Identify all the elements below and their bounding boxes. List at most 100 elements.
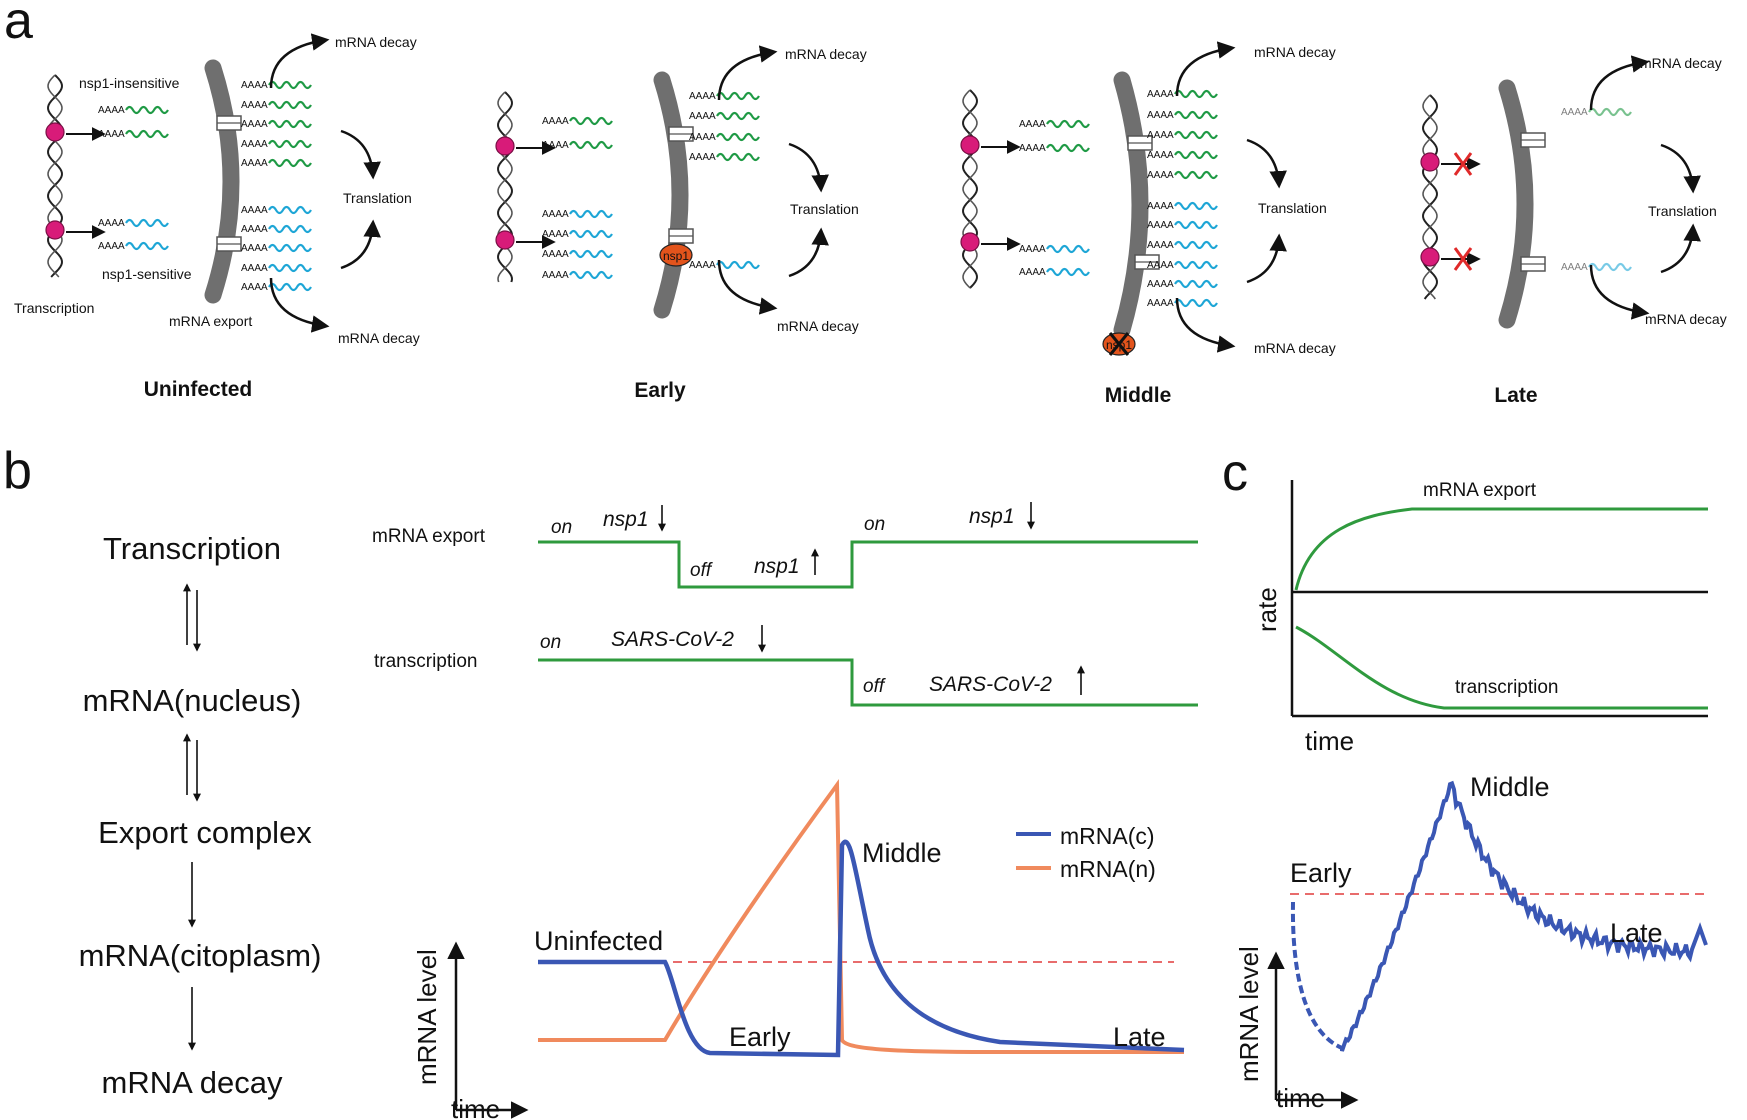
svg-text:nsp1: nsp1 bbox=[969, 505, 1015, 528]
polymerase-icon bbox=[495, 230, 515, 250]
polya-tail: AAAA bbox=[689, 260, 716, 271]
polya-tail: AAAA bbox=[241, 158, 268, 169]
mrna-wave bbox=[267, 100, 313, 110]
s4-decay-bottom: mRNA decay bbox=[1645, 311, 1727, 327]
cross-icon bbox=[1108, 332, 1130, 356]
polymerase-icon bbox=[960, 232, 980, 252]
svg-text:on: on bbox=[864, 514, 885, 535]
mrna-wave bbox=[715, 260, 761, 270]
polya-tail: AAAA bbox=[98, 105, 125, 116]
mrna-wave bbox=[124, 241, 170, 251]
mrna-wave bbox=[267, 158, 313, 168]
legend-label-mrna-c: mRNA(c) bbox=[1060, 823, 1155, 849]
series-mrna-c-line bbox=[538, 839, 1185, 1058]
polya-tail: AAAA bbox=[241, 80, 268, 91]
mrna-level-chart-b: mRNA level time Uninfected Early Middle … bbox=[412, 779, 1185, 1120]
polya-tail: AAAA bbox=[98, 218, 125, 229]
mrna-level-chart-c: mRNA level time Early Middle Late bbox=[1234, 772, 1708, 1113]
dna-strand bbox=[497, 91, 513, 283]
polya-tail: AAAA bbox=[1147, 201, 1174, 212]
polymerase-icon bbox=[960, 135, 980, 155]
polya-tail: AAAA bbox=[689, 132, 716, 143]
polya-tail: AAAA bbox=[1561, 262, 1588, 273]
polya-tail: AAAA bbox=[689, 152, 716, 163]
pathway-flow: Transcription mRNA(nucleus) Export compl… bbox=[79, 531, 322, 1100]
panel-a-label: a bbox=[4, 0, 33, 50]
rate-chart: rate time mRNA export transcription bbox=[1252, 480, 1708, 756]
mrna-wave bbox=[1587, 107, 1633, 117]
annotation-late: Late bbox=[1113, 1022, 1166, 1052]
stage-diagram: AAAAAAAAAAAAAAAAAAAAAAAAAAAAAAAAAAAAAAAA… bbox=[960, 41, 1287, 353]
polya-tail: AAAA bbox=[542, 270, 569, 281]
polya-tail: AAAA bbox=[1147, 89, 1174, 100]
svg-text:on: on bbox=[540, 632, 561, 653]
flow-step-2: mRNA(nucleus) bbox=[83, 683, 302, 718]
svg-text:nsp1: nsp1 bbox=[603, 508, 649, 531]
x-axis-label: time bbox=[451, 1094, 500, 1120]
stage-diagram: AAAAAAAAAAAAAAAAAAAAAAAAAAAAAAAAAAAAAAAA… bbox=[495, 45, 829, 319]
y-axis-label: mRNA level bbox=[412, 949, 442, 1085]
dna-strand bbox=[497, 91, 513, 283]
s1-decay-bottom: mRNA decay bbox=[338, 330, 420, 346]
export-rate-curve bbox=[1294, 507, 1708, 591]
mrna-wave bbox=[267, 224, 313, 234]
nuclear-membrane bbox=[1498, 79, 1534, 329]
polya-tail: AAAA bbox=[1147, 279, 1174, 290]
cross-icon bbox=[1453, 152, 1473, 176]
nuclear-membrane bbox=[1113, 71, 1149, 339]
mrna-wave bbox=[1173, 170, 1219, 180]
dna-strand bbox=[1422, 94, 1438, 300]
polya-tail: AAAA bbox=[1561, 107, 1588, 118]
mrna-wave bbox=[1173, 201, 1219, 211]
annotation-early: Early bbox=[1290, 858, 1352, 888]
mrna-wave bbox=[124, 105, 170, 115]
mrna-wave bbox=[1045, 119, 1091, 129]
transcription-rate-curve bbox=[1295, 625, 1708, 710]
polya-tail: AAAA bbox=[1147, 110, 1174, 121]
export-switch-row: mRNA export on nsp1 off nsp1 on nsp1 bbox=[372, 502, 1198, 589]
svg-text:nsp1: nsp1 bbox=[663, 249, 689, 263]
polya-tail: AAAA bbox=[1147, 170, 1174, 181]
svg-text:nsp1: nsp1 bbox=[754, 555, 800, 578]
series-mrna-n-line bbox=[538, 779, 1184, 1054]
annotation-late: Late bbox=[1610, 918, 1663, 948]
rate-y-label: rate bbox=[1252, 587, 1282, 632]
mrna-wave bbox=[568, 270, 614, 280]
panel-b-label: b bbox=[3, 442, 32, 500]
export-rate-label: mRNA export bbox=[1423, 480, 1537, 501]
stage-title-uninfected: Uninfected bbox=[144, 378, 253, 401]
polya-tail: AAAA bbox=[1147, 240, 1174, 251]
polya-tail: AAAA bbox=[542, 209, 569, 220]
flow-step-4: mRNA(citoplasm) bbox=[79, 938, 322, 973]
polymerase-icon bbox=[1420, 152, 1440, 172]
polya-tail: AAAA bbox=[241, 224, 268, 235]
mrna-wave bbox=[267, 119, 313, 129]
mrna-wave bbox=[715, 132, 761, 142]
polya-tail: AAAA bbox=[1147, 130, 1174, 141]
polya-tail: AAAA bbox=[241, 282, 268, 293]
mrna-wave bbox=[1173, 150, 1219, 160]
polya-tail: AAAA bbox=[241, 139, 268, 150]
transcription-rate-label: transcription bbox=[1455, 677, 1559, 698]
cross-icon bbox=[1453, 247, 1473, 271]
mrna-wave bbox=[267, 205, 313, 215]
export-row-label: mRNA export bbox=[372, 526, 486, 547]
mrna-wave bbox=[1173, 130, 1219, 140]
s1-export-label: mRNA export bbox=[169, 313, 252, 329]
stage-diagram: AAAAAAAAAAAAAAAAAAAAAAAAAAAAAAAAAAAAAAAA… bbox=[45, 33, 381, 333]
mrna-wave bbox=[267, 282, 313, 292]
transcription-row-label: transcription bbox=[374, 651, 478, 672]
annotation-middle: Middle bbox=[1470, 772, 1550, 802]
stage-title-middle: Middle bbox=[1105, 384, 1172, 407]
flow-step-1: Transcription bbox=[103, 531, 281, 566]
nuclear-membrane bbox=[653, 71, 689, 319]
s1-insensitive-label: nsp1-insensitive bbox=[79, 75, 180, 91]
level-y-label: mRNA level bbox=[1234, 946, 1264, 1082]
svg-text:on: on bbox=[551, 517, 572, 538]
polymerase-icon bbox=[45, 220, 65, 240]
polya-tail: AAAA bbox=[689, 111, 716, 122]
mrna-wave bbox=[1045, 244, 1091, 254]
mrna-wave bbox=[267, 139, 313, 149]
s2-translation: Translation bbox=[790, 201, 859, 217]
polya-tail: AAAA bbox=[98, 129, 125, 140]
